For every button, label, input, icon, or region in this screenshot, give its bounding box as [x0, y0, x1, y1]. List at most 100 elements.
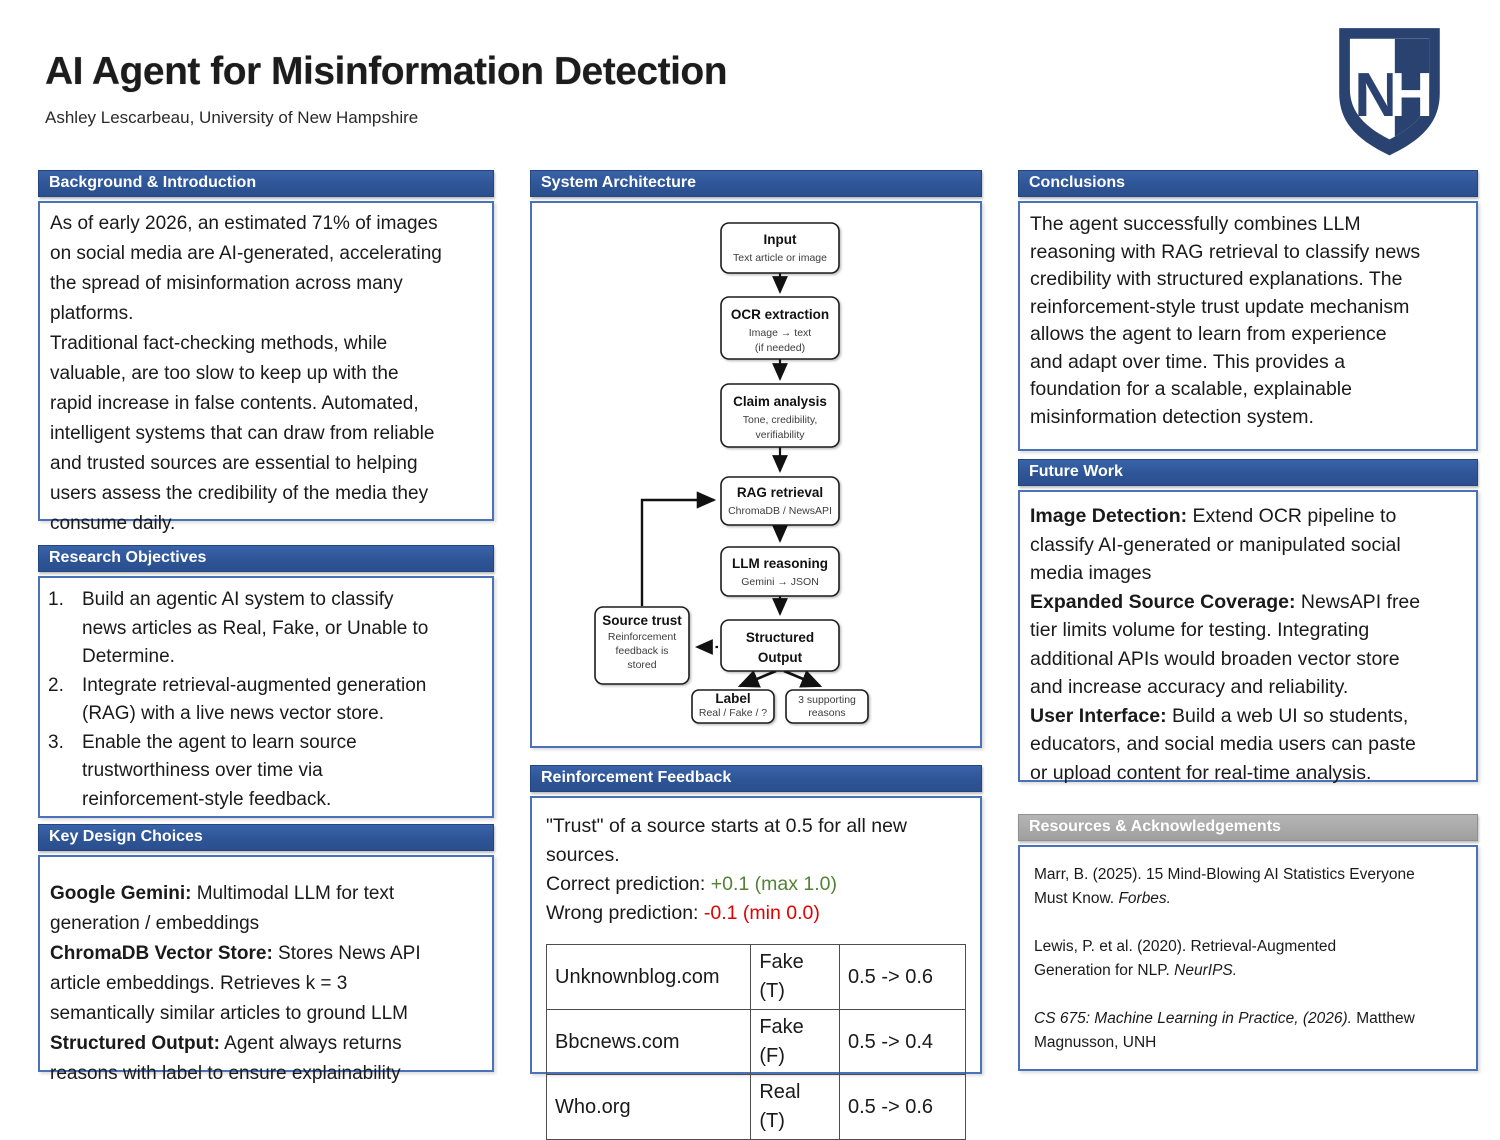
node-label-sub: Real / Fake / ?	[699, 707, 767, 719]
future-work-term: User Interface:	[1030, 704, 1167, 727]
objective-item: 1. Build an agentic AI system to classif…	[48, 586, 486, 672]
feedback-wrong-line: Wrong prediction: -0.1 (min 0.0)	[546, 899, 968, 928]
architecture-body: Input Text article or image OCR extracti…	[530, 201, 982, 748]
citation-text: Marr, B. (2025). 15 Mind-Blowing AI Stat…	[1034, 866, 1415, 907]
node-label-title: Label	[715, 691, 750, 706]
objectives-body: 1. Build an agentic AI system to classif…	[38, 576, 494, 818]
future-work-desc: Build a web UI so students, educators, a…	[1030, 704, 1416, 784]
future-work-desc: Extend OCR pipeline to classify AI-gener…	[1030, 505, 1401, 584]
unh-logo: N H	[1336, 27, 1443, 158]
trust-table: Unknownblog.com Fake (T) 0.5 -> 0.6 Bbcn…	[545, 944, 967, 1140]
node-rag-sub: ChromaDB / NewsAPI	[728, 505, 832, 517]
objective-number: 2.	[48, 674, 64, 696]
key-design-desc: Stores News API article embeddings. Retr…	[50, 943, 421, 1024]
author-line: Ashley Lescarbeau, University of New Ham…	[45, 108, 419, 127]
arrow-structured-to-reasons	[783, 669, 823, 688]
logo-letter-h: H	[1388, 61, 1433, 130]
column-left: Background & Introduction As of early 20…	[38, 170, 494, 1084]
node-structured-line1: Structured	[746, 630, 814, 645]
feedback-correct-value: +0.1 (max 1.0)	[710, 873, 837, 895]
section-header-background: Background & Introduction	[38, 170, 494, 197]
arrow-structured-to-label	[737, 669, 777, 688]
future-work-term: Image Detection:	[1030, 505, 1188, 527]
key-design-term: ChromaDB Vector Store:	[50, 943, 273, 964]
objective-item: 2. Integrate retrieval-augmented generat…	[48, 672, 486, 729]
feedback-intro: "Trust" of a source starts at 0.5 for al…	[546, 815, 908, 866]
cell-source: Who.org	[545, 1074, 752, 1140]
node-structured	[720, 619, 840, 672]
feedback-wrong-value: -0.1 (min 0.0)	[703, 902, 820, 924]
arrow-trust-to-rag	[640, 491, 717, 606]
citation-course: CS 675: Machine Learning in Practice, (2…	[1034, 1010, 1352, 1027]
node-llm-title: LLM reasoning	[732, 556, 828, 571]
feedback-correct-line: Correct prediction: +0.1 (max 1.0)	[546, 870, 968, 899]
unh-shield-icon: N H	[1339, 28, 1440, 156]
cell-trust: 0.5 -> 0.6	[838, 944, 967, 1010]
section-header-resources: Resources & Acknowledgements	[1018, 814, 1478, 841]
node-llm-sub: Gemini → JSON	[741, 576, 819, 588]
node-ocr-sub: (if needed)	[755, 342, 805, 354]
section-header-architecture: System Architecture	[530, 170, 982, 197]
node-claim-title: Claim analysis	[733, 394, 827, 409]
objective-number: 1.	[48, 589, 64, 610]
feedback-correct-label: Correct prediction:	[546, 873, 711, 895]
feedback-body: "Trust" of a source starts at 0.5 for al…	[530, 796, 982, 1140]
node-ocr-sub: Image → text	[749, 327, 812, 339]
citation-venue: NeurIPS.	[1174, 962, 1238, 979]
cell-trust: 0.5 -> 0.6	[838, 1074, 967, 1140]
objective-number: 3.	[48, 731, 64, 753]
node-structured-line2: Output	[758, 650, 803, 665]
cell-source: Bbcnews.com	[545, 1009, 752, 1075]
cell-trust: 0.5 -> 0.4	[838, 1009, 967, 1075]
node-rag	[720, 476, 840, 526]
node-label	[691, 689, 775, 724]
key-design-body: Google Gemini: Multimodal LLM for text g…	[38, 855, 494, 1084]
node-reasons	[785, 689, 869, 724]
node-trust-title: Source trust	[602, 613, 682, 628]
node-trust-sub: stored	[627, 659, 656, 671]
citation-venue: Forbes.	[1118, 890, 1171, 907]
background-body: As of early 2026, an estimated 71% of im…	[38, 201, 494, 534]
section-header-feedback: Reinforcement Feedback	[530, 765, 982, 792]
title-block: AI Agent for Misinformation Detection As…	[45, 50, 728, 128]
page-title: AI Agent for Misinformation Detection	[45, 50, 728, 93]
table-row: Who.org Real (T) 0.5 -> 0.6	[545, 1074, 967, 1140]
cell-label: Fake (F)	[750, 1009, 840, 1075]
node-llm	[720, 546, 840, 597]
citation: Lewis, P. et al. (2020). Retrieval-Augme…	[1034, 935, 1466, 983]
citation: Marr, B. (2025). 15 Mind-Blowing AI Stat…	[1034, 863, 1466, 911]
cell-label: Real (T)	[750, 1074, 840, 1140]
table-row: Unknownblog.com Fake (T) 0.5 -> 0.6	[545, 944, 967, 1010]
key-design-desc: Agent always returns reasons with label …	[50, 1033, 402, 1084]
node-ocr-title: OCR extraction	[731, 307, 829, 322]
objective-text: Integrate retrieval-augmented generation…	[82, 674, 427, 725]
citation: CS 675: Machine Learning in Practice, (2…	[1034, 1007, 1466, 1055]
resources-body: Marr, B. (2025). 15 Mind-Blowing AI Stat…	[1018, 845, 1478, 1071]
node-trust-sub: Reinforcement	[608, 631, 676, 643]
node-claim	[720, 383, 840, 448]
node-input-title: Input	[764, 232, 797, 247]
objective-text: Enable the agent to learn source trustwo…	[82, 731, 357, 810]
section-header-key-design: Key Design Choices	[38, 824, 494, 851]
column-right: Conclusions The agent successfully combi…	[1018, 170, 1478, 1071]
cell-source: Unknownblog.com	[545, 944, 752, 1010]
section-header-conclusions: Conclusions	[1018, 170, 1478, 197]
node-reasons-line1: 3 supporting	[798, 694, 856, 706]
node-trust-sub: feedback is	[615, 645, 668, 657]
node-input	[720, 222, 840, 274]
node-source-trust	[594, 606, 690, 685]
section-header-objectives: Research Objectives	[38, 545, 494, 572]
node-reasons-line2: reasons	[808, 707, 845, 719]
citation-text: Matthew Magnusson, UNH	[1034, 1010, 1415, 1051]
section-header-future-work: Future Work	[1018, 459, 1478, 486]
conclusions-body: The agent successfully combines LLM reas…	[1018, 201, 1478, 451]
future-work-term: Expanded Source Coverage:	[1030, 590, 1296, 613]
node-rag-title: RAG retrieval	[737, 485, 823, 500]
logo-letter-n: N	[1354, 61, 1399, 130]
node-claim-sub: verifiability	[755, 429, 805, 441]
column-middle: System Architecture Input	[530, 170, 982, 1140]
key-design-term: Google Gemini:	[50, 883, 192, 904]
objective-text: Build an agentic AI system to classify n…	[82, 589, 429, 667]
citation-text: Lewis, P. et al. (2020). Retrieval-Augme…	[1034, 938, 1337, 979]
